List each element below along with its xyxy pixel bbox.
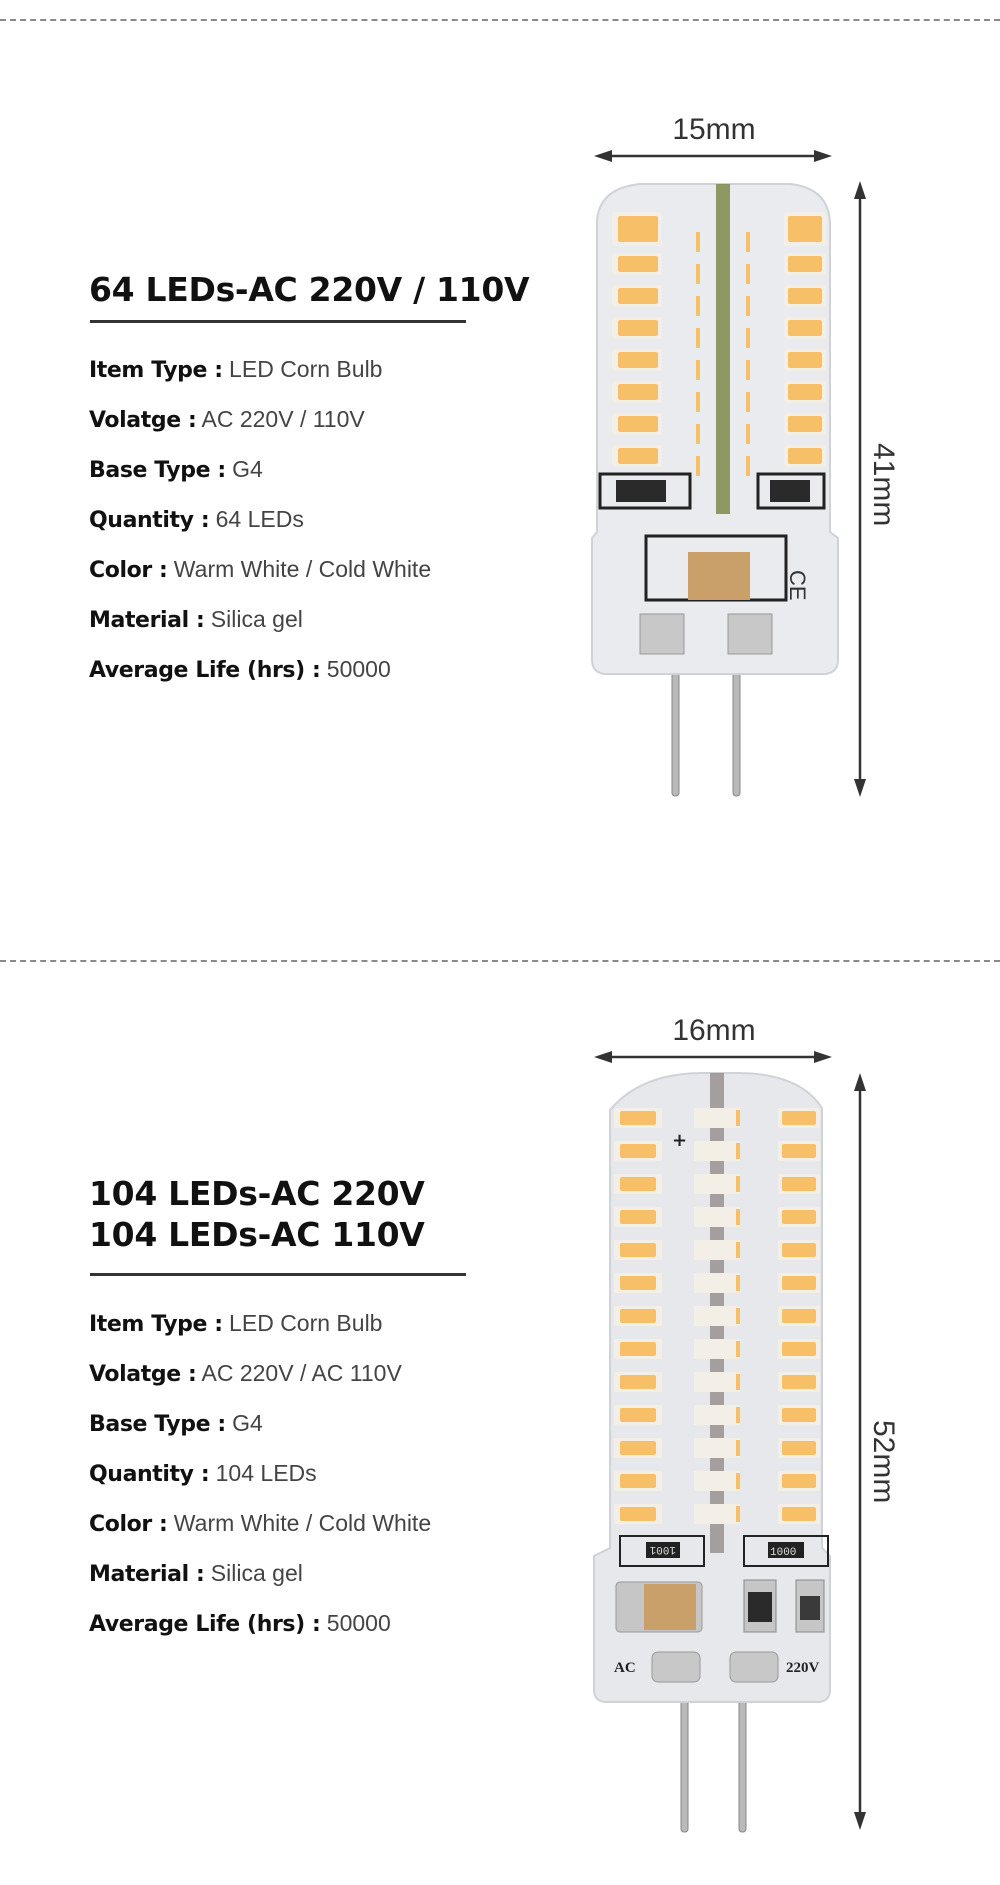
title-line: 64 LEDs-AC 220V / 110V xyxy=(89,270,530,309)
spec-material: Material : Silica gel xyxy=(89,604,431,654)
spec-color: Color : Warm White / Cold White xyxy=(89,1508,431,1558)
spec-label: Base Type : xyxy=(89,1412,226,1437)
spec-voltage: Volatge : AC 220V / AC 110V xyxy=(89,1358,431,1408)
ac-mark: AC xyxy=(614,1660,636,1676)
spec-value: 50000 xyxy=(320,656,391,682)
width-arrow-icon xyxy=(594,1051,832,1063)
led-column-left xyxy=(614,1108,662,1524)
spec-value: 50000 xyxy=(320,1610,391,1636)
led-column-right xyxy=(778,1108,820,1524)
height-arrow-icon xyxy=(854,181,866,797)
title-underline xyxy=(90,1273,466,1276)
product-title: 104 LEDs-AC 220V 104 LEDs-AC 110V xyxy=(89,1173,425,1255)
resistor-marking: 1000 xyxy=(770,1547,796,1559)
spec-value: AC 220V / AC 110V xyxy=(196,1360,402,1386)
spec-value: Silica gel xyxy=(204,1560,303,1586)
spec-value: LED Corn Bulb xyxy=(222,356,383,382)
spec-label: Quantity : xyxy=(89,508,210,533)
led-column-center xyxy=(694,1108,740,1524)
spec-value: 64 LEDs xyxy=(209,506,304,532)
spec-label: Quantity : xyxy=(89,1462,210,1487)
resistor-marking: 1001 xyxy=(649,1543,676,1555)
spec-material: Material : Silica gel xyxy=(89,1558,431,1608)
product-64-leds: 64 LEDs-AC 220V / 110V Item Type : LED C… xyxy=(89,113,900,797)
title-underline xyxy=(90,320,466,323)
spec-label: Volatge : xyxy=(89,1362,197,1387)
spec-value: AC 220V / 110V xyxy=(196,406,365,432)
spec-quantity: Quantity : 104 LEDs xyxy=(89,1458,431,1508)
spec-label: Color : xyxy=(89,558,168,583)
spec-label: Item Type : xyxy=(89,358,223,383)
title-line: 104 LEDs-AC 110V xyxy=(89,1215,425,1254)
spec-list: Item Type : LED Corn Bulb Volatge : AC 2… xyxy=(89,354,431,704)
voltage-mark: 220V xyxy=(786,1660,820,1676)
spec-label: Average Life (hrs) : xyxy=(89,1612,321,1637)
spec-average-life: Average Life (hrs) : 50000 xyxy=(89,1608,431,1658)
spec-label: Average Life (hrs) : xyxy=(89,658,321,683)
spec-value: G4 xyxy=(225,1410,263,1436)
led-column-left xyxy=(612,212,662,467)
spec-value: G4 xyxy=(225,456,263,482)
width-dimension-label: 15mm xyxy=(672,113,756,146)
ce-mark: CE xyxy=(785,570,810,601)
bulb-104-led-image: + 1001 1000 AC 220V xyxy=(593,1072,831,1833)
spec-average-life: Average Life (hrs) : 50000 xyxy=(89,654,431,704)
spec-value: 104 LEDs xyxy=(209,1460,317,1486)
spec-voltage: Volatge : AC 220V / 110V xyxy=(89,404,431,454)
spec-item-type: Item Type : LED Corn Bulb xyxy=(89,354,431,404)
bulb-64-led-image: CE xyxy=(591,183,839,797)
spec-label: Item Type : xyxy=(89,1312,223,1337)
title-line: 104 LEDs-AC 220V xyxy=(89,1174,425,1213)
spec-value: Warm White / Cold White xyxy=(167,1510,432,1536)
section-divider xyxy=(0,960,1000,962)
plus-mark: + xyxy=(672,1130,687,1151)
spec-label: Volatge : xyxy=(89,408,197,433)
dimension-arrows: CE xyxy=(591,150,866,797)
height-arrow-icon xyxy=(854,1073,866,1830)
led-column-center xyxy=(696,232,750,476)
height-dimension-label: 52mm xyxy=(867,1420,900,1504)
spec-quantity: Quantity : 64 LEDs xyxy=(89,504,431,554)
product-title: 64 LEDs-AC 220V / 110V xyxy=(89,269,530,310)
spec-label: Material : xyxy=(89,608,205,633)
spec-item-type: Item Type : LED Corn Bulb xyxy=(89,1308,431,1358)
led-column-right xyxy=(784,212,826,467)
spec-value: Silica gel xyxy=(204,606,303,632)
section-divider xyxy=(0,19,1000,21)
width-arrow-icon xyxy=(594,150,832,162)
spec-base-type: Base Type : G4 xyxy=(89,454,431,504)
spec-list: Item Type : LED Corn Bulb Volatge : AC 2… xyxy=(89,1308,431,1658)
spec-color: Color : Warm White / Cold White xyxy=(89,554,431,604)
spec-value: LED Corn Bulb xyxy=(222,1310,383,1336)
spec-label: Material : xyxy=(89,1562,205,1587)
spec-label: Color : xyxy=(89,1512,168,1537)
spec-base-type: Base Type : G4 xyxy=(89,1408,431,1458)
width-dimension-label: 16mm xyxy=(672,1014,756,1047)
spec-label: Base Type : xyxy=(89,458,226,483)
spec-value: Warm White / Cold White xyxy=(167,556,432,582)
